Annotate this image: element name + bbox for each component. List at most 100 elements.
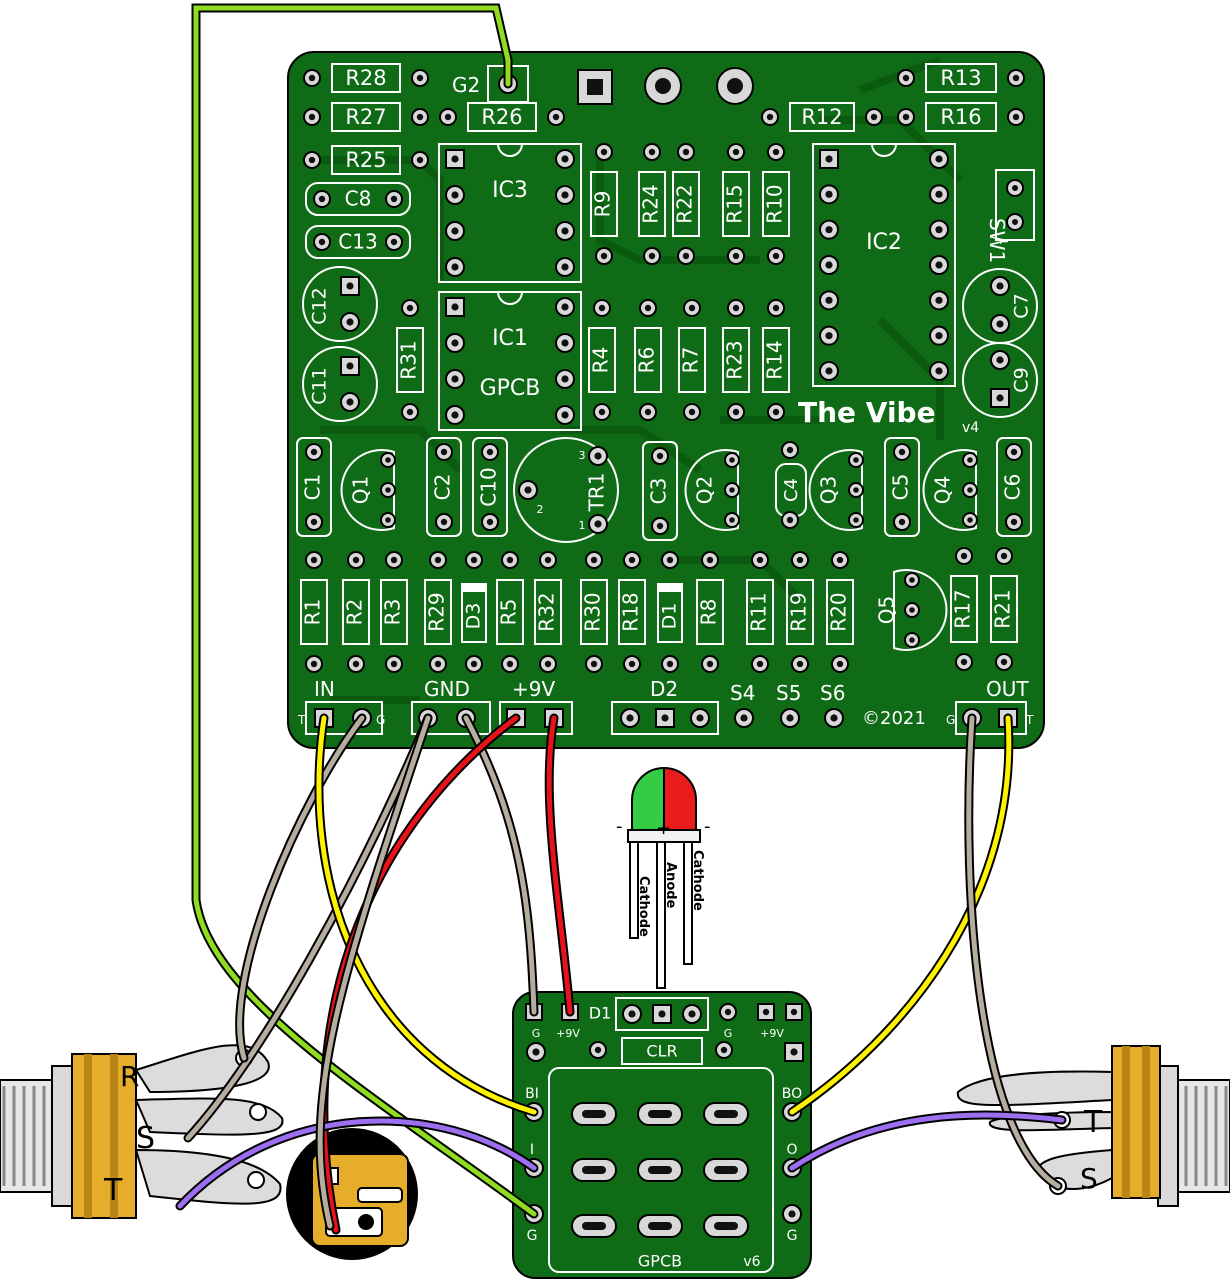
resistor-label: R12 [801, 105, 842, 129]
pad-hole [451, 303, 459, 311]
transistor-label: Q2 [693, 476, 717, 504]
pad-hole [310, 660, 318, 668]
led-footprint-outline [615, 997, 709, 1031]
pad-hole [628, 660, 636, 668]
resistor-outline [722, 327, 750, 393]
pad-hole [732, 304, 740, 312]
board-title: The Vibe [798, 396, 936, 429]
pad-hole [870, 113, 878, 121]
resistor-outline [331, 102, 401, 132]
electrolytic-outline [302, 266, 378, 342]
pad-hole [346, 362, 354, 370]
pad-hole [486, 518, 494, 526]
resistor-outline [590, 171, 618, 237]
fs-vcc-label-2: +9V [760, 1027, 784, 1040]
pad-hole [935, 332, 943, 340]
pad-hole [451, 375, 459, 383]
switch-lug-hole [582, 1166, 606, 1174]
pad-hole [656, 452, 664, 460]
resistor-label: R14 [763, 340, 787, 379]
capacitor-outline [426, 437, 462, 537]
connector-outline [305, 701, 383, 735]
pad-hole [756, 556, 764, 564]
output-jack-s-label: S [1080, 1162, 1098, 1195]
in-ground-wire [237, 715, 365, 1061]
pad-hole [561, 155, 569, 163]
resistor-label: R6 [635, 347, 659, 374]
pad-hole [830, 714, 838, 722]
pad-hole [561, 227, 569, 235]
resistor-outline [990, 575, 1018, 643]
pad-hole [600, 252, 608, 260]
pad-hole [756, 660, 764, 668]
pad-hole [902, 113, 910, 121]
transistor-label: Q4 [931, 476, 955, 504]
pad-hole [308, 156, 316, 164]
resistor-label: R7 [679, 347, 703, 374]
transistor-outline [340, 449, 395, 531]
pad-hole [967, 457, 973, 463]
pad-hole [648, 252, 656, 260]
pad-hole [594, 520, 602, 528]
pad-hole [825, 261, 833, 269]
pad-hole [390, 238, 398, 246]
pad-hole [853, 457, 859, 463]
pad-hole [352, 556, 360, 564]
capacitor-label: C7 [1011, 293, 1033, 318]
resistor-outline [950, 575, 978, 643]
out-g-label: G [946, 713, 955, 727]
pad-hole [416, 156, 424, 164]
s5-label: S5 [776, 681, 801, 705]
ic-notch [871, 143, 897, 157]
pad-hole [996, 282, 1004, 290]
capacitor-label: C2 [431, 474, 455, 501]
capacitor-label: C9 [1011, 367, 1033, 392]
pad-hole [308, 74, 316, 82]
pad-hole [440, 518, 448, 526]
pad-hole [836, 660, 844, 668]
copyright-label: ©2021 [862, 708, 926, 729]
resistor-label: R26 [481, 105, 522, 129]
pad-hole [532, 1048, 540, 1056]
pad-hole [786, 714, 794, 722]
transistor-label: Q1 [349, 476, 373, 504]
pad-hole [729, 487, 735, 493]
pad-hole [996, 356, 1004, 364]
resistor-outline [826, 579, 854, 645]
diode-label: D1 [659, 603, 681, 630]
capacitor-outline [996, 437, 1032, 537]
pad-hole [772, 304, 780, 312]
pad-hole [318, 195, 326, 203]
capacitor-label: C8 [345, 187, 372, 211]
resistor-outline [672, 171, 700, 237]
ic-outline [438, 143, 582, 283]
pad-hole [682, 252, 690, 260]
transistor-outline [808, 449, 863, 531]
in-t-label: T [297, 713, 306, 727]
pad-hole [766, 113, 774, 121]
led-pin-cathode-2: Cathode [690, 850, 705, 911]
fs-o-label: O [786, 1142, 797, 1158]
pad-hole [786, 516, 794, 524]
g2-wire [193, 5, 537, 1217]
connector-outline [499, 701, 573, 735]
sw1-label: SW1 [985, 218, 1009, 263]
resistor-outline [746, 579, 774, 645]
pad-hole [310, 556, 318, 564]
pad-hole [1000, 658, 1008, 666]
resistor-label: R5 [497, 599, 521, 626]
resistor-outline [696, 579, 724, 645]
output-jack: T S [956, 1045, 1230, 1207]
resistor-outline [380, 579, 408, 645]
electrolytic-outline [962, 342, 1038, 418]
capacitor-outline [296, 437, 332, 537]
pad-hole [836, 556, 844, 564]
pad-hole [967, 517, 973, 523]
pad-hole [385, 517, 391, 523]
fs-vcc-label: +9V [556, 1027, 580, 1040]
led-pin-cathode-1: Cathode [636, 876, 651, 937]
resistor-outline [580, 579, 608, 645]
resistor-label: R11 [747, 592, 771, 631]
